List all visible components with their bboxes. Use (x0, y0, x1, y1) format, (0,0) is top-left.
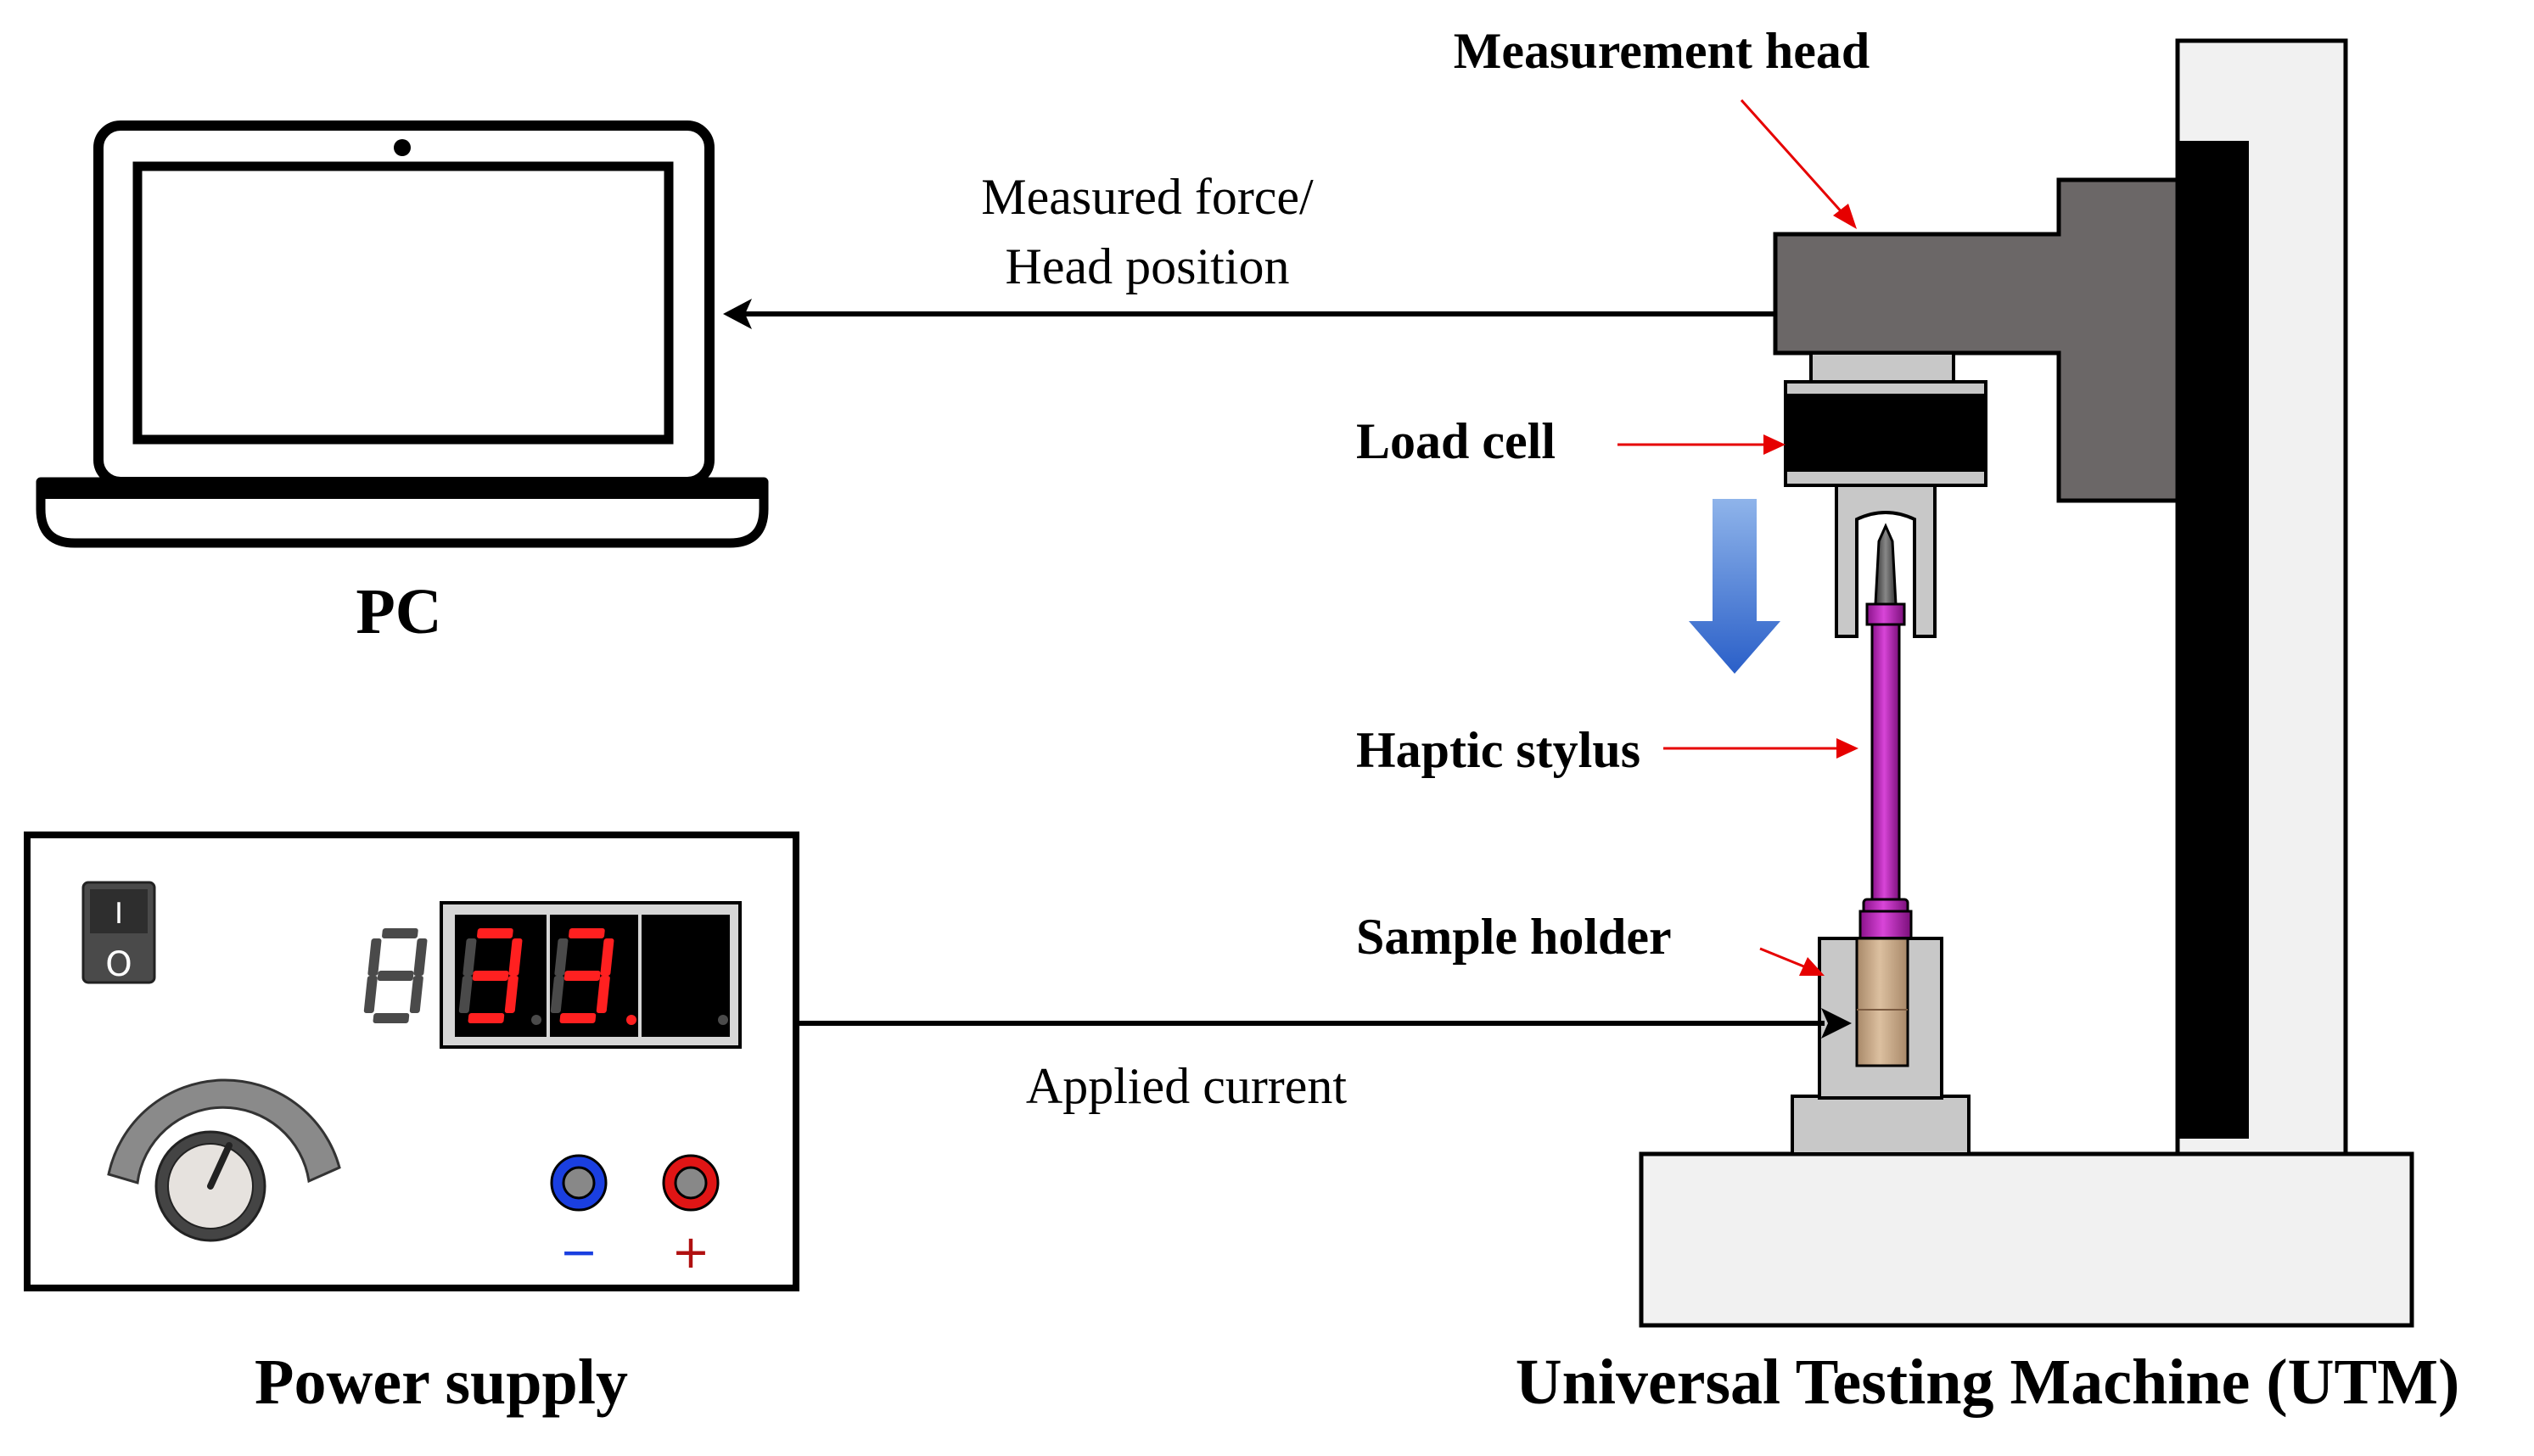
switch-on-symbol: I (115, 897, 123, 931)
data-flow-arrow (723, 299, 1775, 329)
sample (1855, 937, 1909, 1067)
digit-3-segment-f (554, 938, 569, 976)
digit-3-segment-d (559, 1013, 597, 1023)
digit-2-segment-d (468, 1013, 505, 1023)
camera-icon (394, 139, 411, 156)
laptop-icon (36, 120, 769, 548)
positive-terminal-symbol: + (671, 1225, 709, 1279)
digit-3-segment-a (569, 928, 605, 938)
column-rail (2178, 141, 2249, 1139)
utm-frame (1639, 38, 2414, 1328)
digit-2-segment-b (508, 938, 523, 976)
sample-holder-label: Sample holder (1356, 909, 1672, 965)
digit-2-segment-f (463, 938, 477, 976)
digit-2-segment-g (472, 971, 509, 981)
power-supply-label: Power supply (255, 1347, 628, 1418)
digit-3-segment-c (596, 976, 610, 1013)
digit-1-segment-e (363, 976, 378, 1013)
stylus-chuck (1835, 484, 1937, 638)
digit-2-segment-e (458, 976, 473, 1013)
utm-label: Universal Testing Machine (UTM) (1516, 1347, 2460, 1418)
load-cell-label: Load cell (1356, 413, 1556, 469)
applied-current-arrow (798, 1008, 1852, 1039)
measurement-head-label: Measurement head (1454, 23, 1870, 79)
digit-2-segment-a (477, 928, 513, 938)
pc-label: PC (356, 576, 441, 647)
display-digits (363, 928, 728, 1025)
sample-holder (1791, 937, 1971, 1156)
power-supply: I O − + (24, 832, 799, 1291)
haptic-stylus (1858, 523, 1913, 940)
digit-3-segment-b (600, 938, 614, 976)
haptic-stylus-label: Haptic stylus (1356, 722, 1640, 778)
digit-1-segment-b (413, 938, 428, 976)
switch-off-symbol: O (105, 945, 132, 984)
load-cell (1784, 351, 1987, 487)
dial-knob-icon (107, 1078, 341, 1242)
positive-terminal: + (662, 1154, 720, 1279)
callout-arrows (1617, 98, 1858, 976)
digit-3-segment-g (563, 971, 601, 981)
digit-3-segment-e (550, 976, 564, 1013)
digit-1-decimal-point (531, 1015, 541, 1025)
applied-current-label: Applied current (1026, 1058, 1348, 1114)
digit-3-decimal-point (718, 1015, 728, 1025)
seven-segment-display (363, 901, 742, 1049)
digit-1-segment-g (377, 971, 414, 981)
measured-force-label: Measured force/ (981, 169, 1314, 225)
digit-1-segment-a (382, 928, 418, 938)
negative-terminal-symbol: − (559, 1225, 597, 1279)
negative-terminal: − (550, 1154, 608, 1279)
digit-2-decimal-point (626, 1015, 636, 1025)
digit-1-segment-c (409, 976, 423, 1013)
arrow-down-icon (1689, 499, 1780, 674)
digit-1-segment-d (373, 1013, 410, 1023)
digit-2-segment-c (504, 976, 519, 1013)
rocker-switch-icon: I O (81, 881, 156, 984)
head-position-label: Head position (1006, 238, 1290, 294)
utm-base (1639, 1151, 2414, 1328)
digit-1-segment-f (367, 938, 382, 976)
